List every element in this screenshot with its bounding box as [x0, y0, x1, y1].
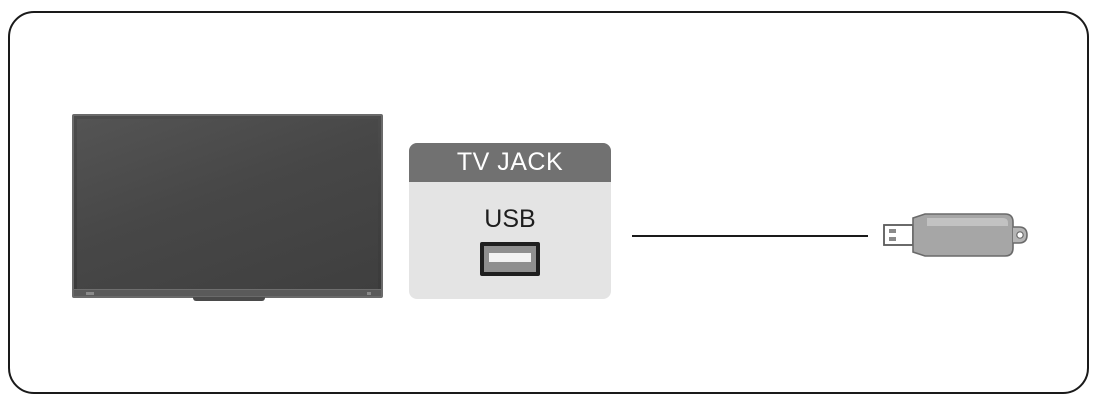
usb-drive-highlight [927, 218, 1008, 226]
usb-drive-connector-slot [889, 229, 896, 233]
usb-flash-drive-icon [883, 213, 1028, 257]
usb-drive-loop-hole [1016, 231, 1024, 239]
tv-indicator-led [367, 292, 371, 295]
tv-stand [193, 297, 265, 301]
television-icon [72, 114, 383, 298]
tv-bezel [74, 289, 381, 296]
usb-port-tongue [489, 253, 531, 262]
connection-cable [632, 235, 868, 237]
jack-panel-title: TV JACK [409, 143, 611, 182]
usb-drive-connector-slot [889, 237, 896, 241]
usb-port-label: USB [484, 205, 536, 233]
usb-drive-connector [883, 224, 914, 246]
tv-jack-panel: TV JACK USB [409, 143, 611, 299]
tv-logo [86, 292, 94, 295]
usb-port-icon [480, 242, 540, 276]
tv-screen [77, 119, 378, 289]
